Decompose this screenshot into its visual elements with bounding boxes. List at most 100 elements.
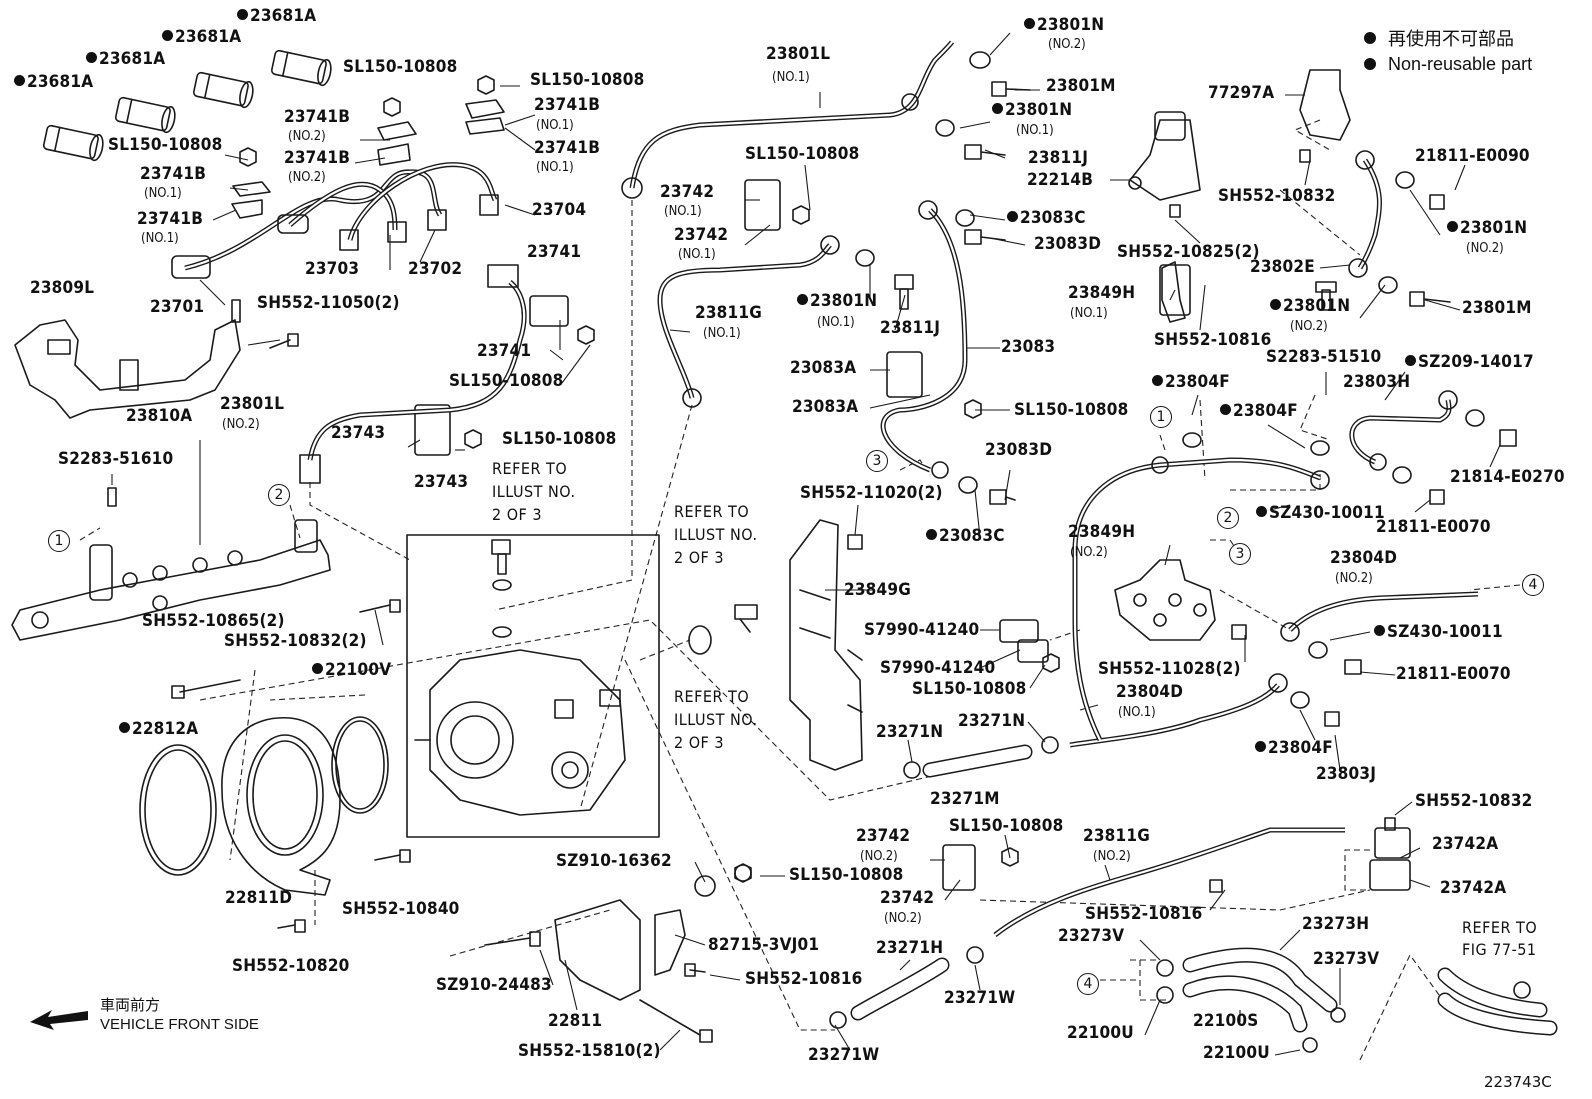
part-label: SH552-11050(2) (257, 293, 400, 313)
fuel-pipes (299, 40, 1479, 937)
part-label: 23811G (1083, 826, 1150, 846)
part-label: 23083D (1034, 234, 1102, 254)
clamp-shapes (231, 99, 1411, 891)
part-label: 22100S (1193, 1011, 1259, 1031)
part-label: 23801N (1447, 220, 1527, 237)
part-label: 23849H (1068, 283, 1136, 303)
part-label: 23801N (1024, 17, 1104, 34)
part-label: 23743 (414, 472, 469, 492)
part-label: 23704 (532, 200, 587, 220)
part-label: SZ209-14017 (1405, 354, 1534, 371)
bracket-23849h-no1 (1161, 261, 1186, 323)
part-label: 23741B (284, 148, 351, 168)
part-label: SH552-10840 (342, 899, 460, 919)
hoses (850, 744, 1558, 1036)
part-label: SL150-10808 (530, 70, 645, 90)
part-label: 23271W (944, 988, 1016, 1008)
bracket-23849h-no2 (1114, 559, 1216, 641)
ref-circle: 3 (1229, 543, 1251, 565)
part-label: 23681A (237, 8, 316, 25)
vehicle-front-label-ja: 車両前方 (100, 997, 161, 1014)
part-sub: (NO.1) (817, 315, 855, 330)
part-sub: (NO.2) (222, 417, 260, 432)
legend-label-ja: 再使用不可部品 (1388, 29, 1514, 49)
part-label: 23742 (674, 225, 729, 245)
part-label: SH552-10816 (745, 969, 863, 989)
part-label: SZ430-10011 (1374, 624, 1503, 641)
part-label: 23741B (534, 95, 601, 115)
part-label: SH552-10865(2) (142, 611, 285, 631)
part-label: 23273V (1058, 926, 1125, 946)
part-label: S7990-41240 (880, 658, 996, 678)
part-sub: (NO.2) (1335, 571, 1373, 586)
washers (688, 51, 1485, 709)
part-label: 21814-E0270 (1450, 467, 1565, 487)
part-label: 22811D (225, 888, 293, 908)
part-label: 21811-E0090 (1415, 146, 1530, 166)
refer-note-line: REFER TO (674, 502, 750, 521)
part-label: SL150-10808 (343, 57, 458, 77)
refer-note-line: 2 OF 3 (674, 548, 725, 567)
part-label: 23801N (797, 293, 877, 310)
refer-note-line: 2 OF 3 (492, 505, 543, 524)
part-label: 23801N (992, 102, 1072, 119)
part-label: 23811G (695, 303, 762, 323)
part-label: 23681A (162, 29, 241, 46)
refer-note-line: ILLUST NO. (674, 525, 758, 544)
part-label: 23803J (1316, 764, 1377, 784)
part-label: 22811 (548, 1011, 603, 1031)
part-label: 22812A (119, 721, 198, 738)
bracket-23849g (789, 519, 863, 771)
part-label: SZ430-10011 (1256, 505, 1385, 522)
left-arrow-icon (30, 1010, 88, 1030)
part-label: S2283-51610 (58, 449, 174, 469)
part-label: SL150-10808 (745, 144, 860, 164)
bolt-shapes (171, 81, 1517, 1043)
part-label: 23802E (1250, 257, 1315, 277)
part-label: SL150-10808 (108, 135, 223, 155)
part-label: 22214B (1027, 170, 1094, 190)
bracket-23809l (14, 319, 241, 419)
part-sub: (NO.2) (288, 170, 326, 185)
part-label: 23741B (284, 107, 351, 127)
part-label: SH552-10816 (1085, 904, 1203, 924)
injection-lines (171, 162, 499, 279)
part-label: 23804D (1116, 682, 1184, 702)
part-sub: (NO.1) (678, 247, 716, 262)
part-label: 23742 (880, 888, 935, 908)
part-label: 23801N (1270, 298, 1350, 315)
part-label: SH552-10832 (1218, 186, 1336, 206)
part-label: 23273V (1313, 949, 1380, 969)
part-label: 23273H (1302, 914, 1370, 934)
part-label: 23271M (930, 789, 1000, 809)
ref-circle: 1 (48, 530, 70, 552)
part-label: SH552-10825(2) (1117, 242, 1260, 262)
part-label: 23271W (808, 1045, 880, 1065)
part-label: 23801M (1462, 298, 1532, 318)
ref-circle: 1 (1150, 406, 1172, 428)
part-label: SH552-11020(2) (800, 483, 943, 503)
refer-fig-line: REFER TO (1462, 918, 1538, 937)
part-label: 23804F (1255, 740, 1333, 757)
legend: 再使用不可部品 Non-reusable part (1364, 25, 1532, 77)
part-label: 23271N (876, 722, 944, 742)
part-sub: (NO.1) (772, 70, 810, 85)
part-label: SH552-10816 (1154, 330, 1272, 350)
refer-note-line: ILLUST NO. (674, 710, 758, 729)
part-label: 23271H (876, 938, 944, 958)
part-label: 23083C (926, 528, 1005, 545)
part-label: 23742A (1440, 878, 1507, 898)
common-rail (11, 487, 331, 641)
part-label: 23742 (856, 826, 911, 846)
part-label: 23801M (1046, 76, 1116, 96)
part-label: 23741 (527, 242, 582, 262)
part-label: S2283-51510 (1266, 347, 1382, 367)
gaskets (139, 716, 389, 896)
part-label: 82715-3VJ01 (708, 935, 820, 955)
ref-circle: 2 (1217, 507, 1239, 529)
nut-shapes (239, 75, 1060, 883)
part-label: 23803H (1343, 372, 1411, 392)
part-label: 21811-E0070 (1396, 664, 1511, 684)
part-label: SH552-10832(2) (224, 631, 367, 651)
